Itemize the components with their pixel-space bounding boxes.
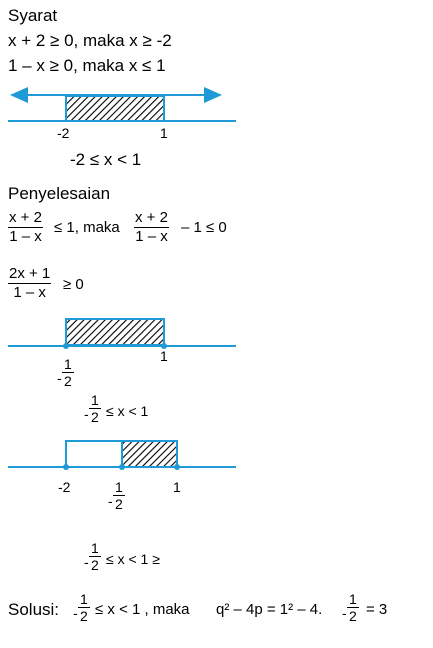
nl1-label-left: -2 bbox=[57, 125, 70, 141]
res3-fraction: 1 2 bbox=[89, 540, 101, 573]
point-left-3 bbox=[63, 464, 69, 470]
nl2-minus: - bbox=[57, 370, 62, 386]
solusi-fraction: 1 2 bbox=[78, 591, 90, 624]
nl2-label-right: 1 bbox=[160, 348, 168, 364]
solusi-label: Solusi: bbox=[8, 600, 60, 619]
syarat-result: -2 ≤ x < 1 bbox=[70, 150, 142, 169]
fraction-b-den: 1 – x bbox=[134, 227, 169, 245]
solusi-minus: - bbox=[73, 605, 78, 621]
inequality-1-end: – 1 ≤ 0 bbox=[181, 219, 227, 236]
condition-1: x + 2 ≥ 0, maka x ≥ -2 bbox=[8, 31, 172, 50]
nl3-mid-num: 1 bbox=[115, 479, 123, 495]
fraction-c-den: 1 – x bbox=[8, 283, 52, 302]
solusi-num-2: 1 bbox=[349, 591, 357, 607]
fraction-c: 2x + 1 1 – x bbox=[8, 265, 52, 302]
res3-minus: - bbox=[84, 554, 89, 570]
solusi-den-2: 2 bbox=[347, 607, 359, 624]
number-line-3 bbox=[8, 440, 236, 470]
nl2-left-fraction: 1 2 bbox=[62, 356, 74, 389]
point-right-3 bbox=[174, 464, 180, 470]
fraction-b: x + 2 1 – x bbox=[134, 209, 169, 246]
inequality-2-end: ≥ 0 bbox=[63, 276, 84, 293]
number-line-1 bbox=[8, 87, 236, 122]
nl3-mid-minus: - bbox=[108, 493, 113, 509]
hatched-region-2 bbox=[65, 318, 165, 346]
point-right-2 bbox=[161, 343, 167, 349]
point-left-2 bbox=[63, 343, 69, 349]
empty-region-3 bbox=[65, 440, 123, 468]
solusi-end: = 3 bbox=[366, 601, 388, 618]
nl1-label-right: 1 bbox=[160, 125, 168, 141]
nl3-label-right: 1 bbox=[173, 479, 181, 495]
nl2-left-den: 2 bbox=[62, 372, 74, 389]
solusi-minus-2: - bbox=[342, 605, 347, 621]
fraction-a-den: 1 – x bbox=[8, 227, 43, 245]
fraction-a: x + 2 1 – x bbox=[8, 209, 43, 246]
res3-den: 2 bbox=[89, 556, 101, 573]
condition-2: 1 – x ≥ 0, maka x ≤ 1 bbox=[8, 56, 166, 75]
nl3-mid-fraction: 1 2 bbox=[113, 479, 125, 512]
fraction-b-num: x + 2 bbox=[135, 209, 168, 226]
res3-rest: ≤ x < 1 ≥ bbox=[106, 551, 160, 567]
res2-den: 2 bbox=[89, 408, 101, 425]
res2-fraction: 1 2 bbox=[89, 392, 101, 425]
solusi-fraction-2: 1 2 bbox=[347, 591, 359, 624]
nl3-mid-den: 2 bbox=[113, 495, 125, 512]
nl2-left-num: 1 bbox=[64, 356, 72, 372]
res2-num: 1 bbox=[91, 392, 99, 408]
hatched-region-1 bbox=[65, 95, 165, 122]
penyelesaian-heading: Penyelesaian bbox=[8, 184, 111, 203]
solusi-q-expression: q² – 4p = 1² – 4. bbox=[216, 601, 323, 618]
res2-rest: ≤ x < 1 bbox=[106, 403, 149, 419]
nl3-label-left: -2 bbox=[58, 479, 71, 495]
number-line-2 bbox=[8, 318, 236, 349]
point-mid-3 bbox=[119, 464, 125, 470]
solusi-den: 2 bbox=[78, 607, 90, 624]
solusi-num: 1 bbox=[80, 591, 88, 607]
res2-minus: - bbox=[84, 406, 89, 422]
fraction-a-num: x + 2 bbox=[9, 209, 42, 226]
inequality-1-mid: ≤ 1, maka bbox=[54, 219, 120, 236]
res3-num: 1 bbox=[91, 540, 99, 556]
hatched-region-3 bbox=[121, 440, 178, 468]
syarat-heading: Syarat bbox=[8, 6, 58, 25]
fraction-c-num: 2x + 1 bbox=[9, 265, 51, 282]
solusi-mid: ≤ x < 1 , maka bbox=[95, 601, 190, 618]
